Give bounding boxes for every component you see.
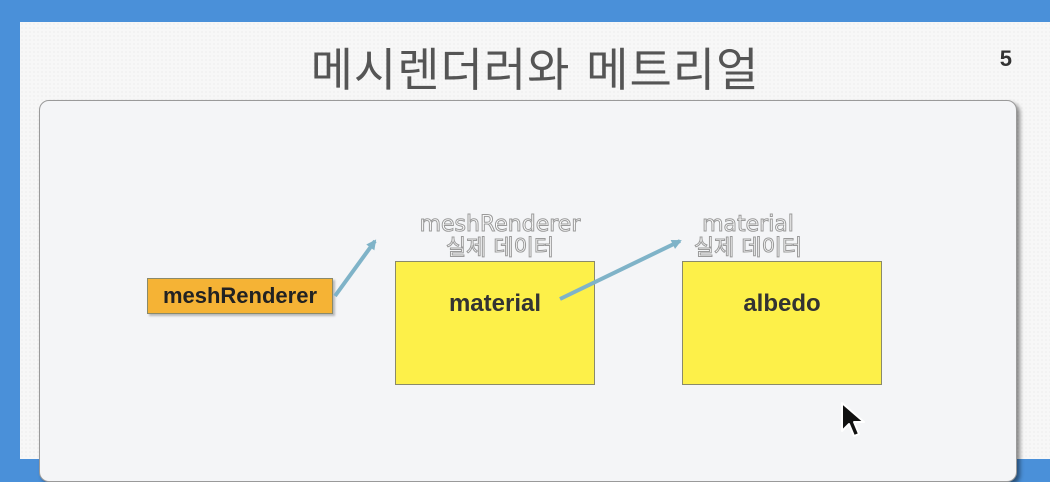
material-data-label-line2: 실제 데이터 (693, 236, 803, 261)
arrow-mesh-renderer-to-data (333, 239, 377, 298)
page-number: 5 (999, 46, 1012, 71)
mesh-renderer-data-label: meshRenderer 실제 데이터 (385, 212, 615, 261)
mouse-cursor-icon (841, 402, 865, 437)
mesh-renderer-data-label-line2: 실제 데이터 (445, 236, 555, 261)
mesh-renderer-node: meshRenderer (147, 278, 333, 314)
mesh-renderer-data-label-line1: meshRenderer (419, 212, 581, 237)
slide: 메시렌더러와 메트리얼 5 meshRenderer 실제 데이터 materi… (20, 22, 1050, 482)
diagram-panel: meshRenderer 실제 데이터 material 실제 데이터 mesh… (39, 100, 1017, 482)
material-node: material (395, 261, 595, 385)
arrow-material-to-data (559, 239, 682, 301)
albedo-node: albedo (682, 261, 882, 385)
material-data-label: material 실제 데이터 (668, 212, 828, 261)
connector-arrows (333, 239, 682, 301)
slide-title: 메시렌더러와 메트리얼 (310, 43, 760, 97)
material-data-label-line1: material (702, 212, 795, 237)
